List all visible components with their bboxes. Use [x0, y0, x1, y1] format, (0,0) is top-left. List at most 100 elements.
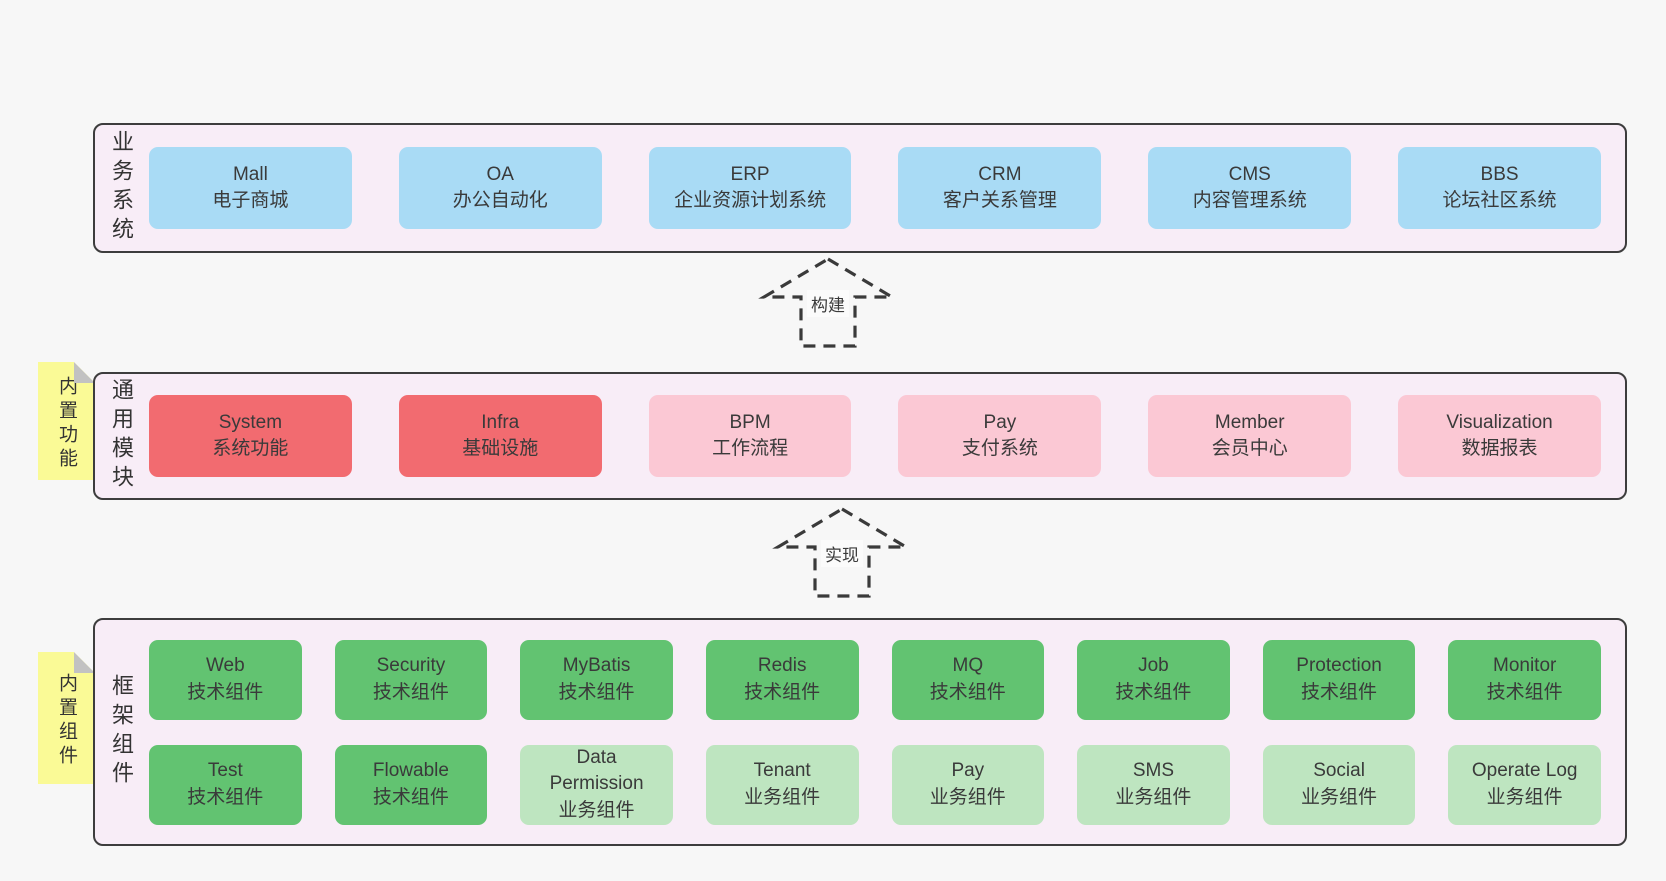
panel-framework-components: 框架组件 Web 技术组件 Security 技术组件 MyBatis 技术组件… [93, 618, 1627, 846]
box-title: Security [376, 655, 446, 677]
box-redis: Redis 技术组件 [705, 639, 859, 720]
panel-label-text: 框架组件 [109, 674, 134, 790]
box-title: Tenant [753, 760, 811, 782]
box-subtitle: 技术组件 [1486, 681, 1563, 703]
note-built-in-components: 内置组件 [38, 652, 95, 784]
box-subtitle: 论坛社区系统 [1442, 190, 1557, 211]
box-subtitle: 技术组件 [187, 681, 264, 703]
box-title: Test [207, 760, 243, 782]
box-title: MyBatis [562, 655, 631, 677]
box-subtitle: 技术组件 [1115, 681, 1192, 703]
panel-business-systems: 业务系统 Mall 电子商城 OA 办公自动化 ERP 企业资源计划系统 CRM… [93, 123, 1627, 253]
box-subtitle: 数据报表 [1461, 438, 1538, 459]
box-subtitle: 业务组件 [929, 786, 1006, 808]
box-system: System 系统功能 [149, 395, 352, 477]
note-text: 内置组件 [56, 673, 77, 769]
panel-framework-label: 框架组件 [95, 620, 147, 844]
box-subtitle: 支付系统 [961, 438, 1038, 459]
framework-row-2: Test 技术组件 Flowable 技术组件 Data Permission … [149, 744, 1601, 825]
business-box-row: Mall 电子商城 OA 办公自动化 ERP 企业资源计划系统 CRM 客户关系… [147, 125, 1625, 251]
box-subtitle: 办公自动化 [452, 190, 548, 211]
box-title: Protection [1296, 655, 1382, 677]
box-title: Monitor [1493, 655, 1557, 677]
up-arrow-icon [772, 507, 912, 598]
box-subtitle: 技术组件 [744, 681, 821, 703]
build-arrow: 构建 [758, 256, 898, 350]
box-monitor: Monitor 技术组件 [1448, 639, 1601, 720]
box-title: BPM [729, 411, 771, 433]
box-title: OA [486, 163, 514, 185]
box-pay-component: Pay 业务组件 [891, 744, 1045, 825]
box-bpm: BPM 工作流程 [648, 395, 852, 477]
box-subtitle: 业务组件 [558, 799, 635, 821]
box-title: Mall [232, 163, 268, 185]
box-subtitle: 企业资源计划系统 [674, 190, 827, 211]
box-job: Job 技术组件 [1077, 639, 1230, 720]
box-subtitle: 技术组件 [372, 786, 449, 808]
box-cms: CMS 内容管理系统 [1148, 147, 1352, 229]
panel-label-text: 业务系统 [109, 130, 134, 246]
box-title: Member [1214, 411, 1285, 433]
box-title: BBS [1480, 163, 1519, 185]
box-subtitle: 内容管理系统 [1192, 190, 1307, 211]
box-title: SMS [1132, 760, 1175, 782]
box-title: Visualization [1446, 411, 1553, 433]
box-subtitle: 业务组件 [1486, 786, 1563, 808]
box-tenant: Tenant 业务组件 [705, 744, 859, 825]
note-built-in-features: 内置功能 [38, 362, 95, 480]
box-subtitle: 技术组件 [929, 681, 1006, 703]
box-oa: OA 办公自动化 [398, 147, 602, 229]
box-subtitle: 基础设施 [462, 438, 539, 459]
box-title: Web [205, 655, 245, 677]
box-subtitle: 技术组件 [1301, 681, 1378, 703]
panel-label-text: 通用模块 [109, 378, 134, 494]
box-title: Pay [951, 760, 985, 782]
box-member: Member 会员中心 [1148, 395, 1352, 477]
box-title: Pay [983, 411, 1017, 433]
box-visualization: Visualization 数据报表 [1398, 395, 1601, 477]
box-social: Social 业务组件 [1262, 744, 1416, 825]
build-arrow-label: 构建 [807, 290, 849, 317]
box-data-permission: Data Permission 业务组件 [520, 744, 673, 825]
box-security: Security 技术组件 [334, 639, 488, 720]
box-title: Operate Log [1471, 760, 1578, 782]
box-subtitle: 业务组件 [1115, 786, 1192, 808]
panel-modules-label: 通用模块 [95, 374, 147, 498]
box-test: Test 技术组件 [149, 744, 302, 825]
box-subtitle: 工作流程 [712, 438, 789, 459]
box-title: Redis [757, 655, 807, 677]
box-title: MQ [952, 655, 984, 677]
box-subtitle: 技术组件 [372, 681, 449, 703]
note-text: 内置功能 [56, 376, 77, 472]
box-bbs: BBS 论坛社区系统 [1398, 147, 1601, 229]
box-title: Infra [481, 411, 520, 433]
framework-box-rows: Web 技术组件 Security 技术组件 MyBatis 技术组件 Redi… [147, 620, 1625, 844]
implement-arrow-label: 实现 [821, 540, 863, 567]
box-sms: SMS 业务组件 [1077, 744, 1230, 825]
framework-row-1: Web 技术组件 Security 技术组件 MyBatis 技术组件 Redi… [149, 639, 1601, 720]
box-subtitle: 技术组件 [558, 681, 635, 703]
panel-business-label: 业务系统 [95, 125, 147, 251]
box-mall: Mall 电子商城 [149, 147, 352, 229]
up-arrow-icon [758, 257, 898, 348]
box-subtitle: 系统功能 [212, 438, 289, 459]
box-flowable: Flowable 技术组件 [334, 744, 488, 825]
box-operate-log: Operate Log 业务组件 [1448, 744, 1601, 825]
box-title: CRM [978, 163, 1022, 185]
box-mq: MQ 技术组件 [891, 639, 1045, 720]
box-title: ERP [730, 163, 770, 185]
box-erp: ERP 企业资源计划系统 [648, 147, 852, 229]
box-crm: CRM 客户关系管理 [898, 147, 1102, 229]
modules-box-row: System 系统功能 Infra 基础设施 BPM 工作流程 Pay 支付系统… [147, 374, 1625, 498]
box-infra: Infra 基础设施 [398, 395, 602, 477]
box-subtitle: 电子商城 [212, 190, 289, 211]
box-mybatis: MyBatis 技术组件 [520, 639, 673, 720]
box-web: Web 技术组件 [149, 639, 302, 720]
box-subtitle: 业务组件 [1301, 786, 1378, 808]
box-title: Flowable [372, 760, 449, 782]
box-subtitle: 客户关系管理 [942, 190, 1057, 211]
box-title: Social [1313, 760, 1365, 782]
box-title: Job [1138, 655, 1169, 677]
box-subtitle: 技术组件 [187, 786, 264, 808]
box-subtitle: 会员中心 [1211, 438, 1288, 459]
